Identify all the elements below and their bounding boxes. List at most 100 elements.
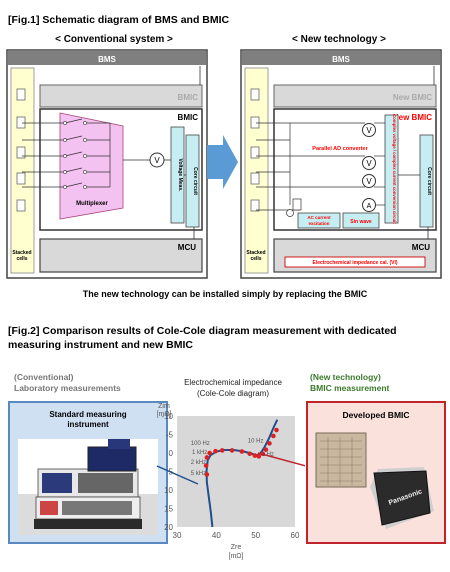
developed-bmic-title: Developed BMIC: [342, 410, 410, 420]
plot-area: [177, 416, 295, 527]
new-wires: [256, 122, 385, 211]
conventional-bms-label: BMS: [98, 55, 116, 64]
bmic-data-point: [271, 433, 276, 439]
x-axis-unit: [mΩ]: [229, 553, 244, 560]
eis-calc-label: Electrochemical impedance cal. (VI): [312, 260, 397, 266]
frequency-annotation: 5 kHz: [191, 471, 206, 477]
core-circuit-box: [185, 134, 200, 228]
current-source-icon: [286, 209, 294, 217]
y-axis-label: Zim: [158, 403, 170, 410]
chart-title-2: (Cole-Cole diagram): [196, 389, 270, 398]
new-tech-title: < New technology >: [292, 34, 386, 45]
connector-bmic: [257, 452, 305, 467]
new-bms-header: [242, 51, 440, 65]
bmic-data-point: [263, 447, 269, 452]
new-bms-label: BMS: [332, 55, 350, 64]
svg-text:V: V: [366, 159, 372, 168]
voltage-meas-label: Voltage Meas.: [177, 159, 183, 193]
bmic-measurement-label: BMIC measurement: [310, 383, 390, 393]
bmic-data-point: [229, 448, 235, 453]
svg-text:V: V: [366, 177, 372, 186]
x-tick-label: 50: [251, 531, 260, 540]
fig2-title-line2: measuring instrument and new BMIC: [8, 339, 193, 351]
y-axis-unit: [mΩ]: [157, 411, 172, 418]
new-technology-diagram: BMS Stacked cells New BMIC New BMIC Para…: [240, 49, 442, 279]
ac-current-label-2: excitation: [308, 221, 329, 226]
cole-cole-chart: Zim[mΩ]-10-50510152030405060Zre[mΩ]100 H…: [157, 403, 305, 560]
eis-calc-box: [284, 256, 426, 268]
laboratory-label: Laboratory measurements: [14, 383, 121, 393]
frequency-annotation: 1 kHz: [192, 450, 207, 456]
x-tick-label: 40: [212, 531, 221, 540]
svg-text:A: A: [367, 203, 372, 210]
standard-instrument-title: Standard measuring instrument: [49, 410, 127, 429]
ac-current-box: [297, 212, 341, 229]
battery-cells: [16, 88, 26, 212]
new-stacked-cells-label-2: cells: [250, 256, 261, 262]
frequency-annotation: 100 Hz: [191, 441, 210, 447]
new-core-circuit-box: [419, 134, 434, 228]
transition-arrow: [207, 135, 238, 189]
bmic-data-point: [239, 449, 245, 454]
bmic-data-point: [252, 453, 258, 458]
conventional-bms-header: [8, 51, 206, 65]
upper-bmic-box: [39, 84, 203, 108]
x-tick-label: 60: [291, 531, 300, 540]
x-tick-label: 30: [173, 531, 182, 540]
new-tech-label: (New technology): [310, 372, 381, 382]
bmic-data-point: [274, 427, 279, 433]
resistor-icon: [292, 198, 302, 211]
new-core-circuit-label: Core circuit: [426, 167, 432, 195]
bmic-data-point: [247, 451, 253, 457]
upper-bmic-label: BMIC: [178, 93, 199, 102]
main-bmic-label: BMIC: [178, 113, 199, 122]
conventional-title: < Conventional system >: [55, 34, 173, 45]
fig1-title: [Fig.1] Schematic diagram of BMS and BMI…: [8, 14, 230, 26]
bmic-data-point: [213, 448, 218, 454]
x-axis-label: Zre: [231, 544, 242, 551]
bmic-data-point: [203, 463, 209, 468]
chart-title-1: Electrochemical impedance: [184, 378, 282, 387]
bms-schematic: BMS Stacked cells BMIC BMIC Multiplexer: [6, 49, 442, 279]
new-voltmeters: V V V A: [362, 123, 376, 212]
new-battery-cells: [250, 88, 260, 212]
voltmeter-v: V: [154, 156, 160, 165]
fig1-caption: The new technology can be installed simp…: [82, 289, 368, 299]
y-tick-label: -10: [161, 412, 173, 421]
bmic-data-point: [204, 472, 210, 477]
y-tick-label: 10: [164, 486, 173, 495]
fig2-title-line1: [Fig.2] Comparison results of Cole-Cole …: [8, 325, 397, 337]
sin-wave-box: [342, 212, 380, 229]
frequency-annotation: 10 Hz: [248, 439, 264, 445]
y-tick-label: 0: [169, 449, 174, 458]
bmic-data-point: [267, 441, 272, 446]
conventional-system-diagram: BMS Stacked cells BMIC BMIC Multiplexer: [6, 49, 208, 279]
parallel-ad-label: Parallel AD converter: [312, 146, 368, 152]
new-bmic-label: New BMIC: [393, 113, 432, 122]
measured-impedance-line: [205, 419, 279, 528]
bmic-chip-photo: Panasonic: [315, 432, 434, 529]
ac-current-label-1: AC current: [307, 215, 331, 220]
new-upper-bmic-box: [273, 84, 437, 108]
complex-conversion-box: [384, 114, 399, 224]
new-mcu-label: MCU: [412, 243, 430, 252]
multiplexer-switches: [22, 118, 150, 188]
standard-instrument-panel: Standard measuring instrument: [8, 401, 168, 544]
new-stacked-cells-label: Stacked: [246, 250, 265, 256]
conventional-mcu-label: MCU: [178, 243, 196, 252]
frequency-annotation: 2 kHz: [191, 460, 206, 466]
svg-text:V: V: [366, 126, 372, 135]
conventional-label: (Conventional): [14, 372, 74, 382]
multiplexer-label: Multiplexer: [76, 201, 108, 207]
bmic-data-point: [256, 454, 262, 459]
new-bmic-box: [273, 108, 437, 231]
bmic-data-point: [204, 455, 210, 460]
core-circuit-label: Core circuit: [192, 167, 198, 195]
y-tick-label: 20: [164, 523, 173, 532]
complex-conversion-label: Complex voltage / complex current conver…: [392, 114, 397, 224]
conventional-mcu-box: [39, 238, 203, 273]
new-upper-bmic-label: New BMIC: [393, 93, 432, 102]
stacked-cells-label: Stacked: [12, 250, 31, 256]
stacked-cells-label-2: cells: [16, 256, 27, 262]
developed-bmic-panel: Developed BMIC Panasonic: [306, 401, 446, 544]
